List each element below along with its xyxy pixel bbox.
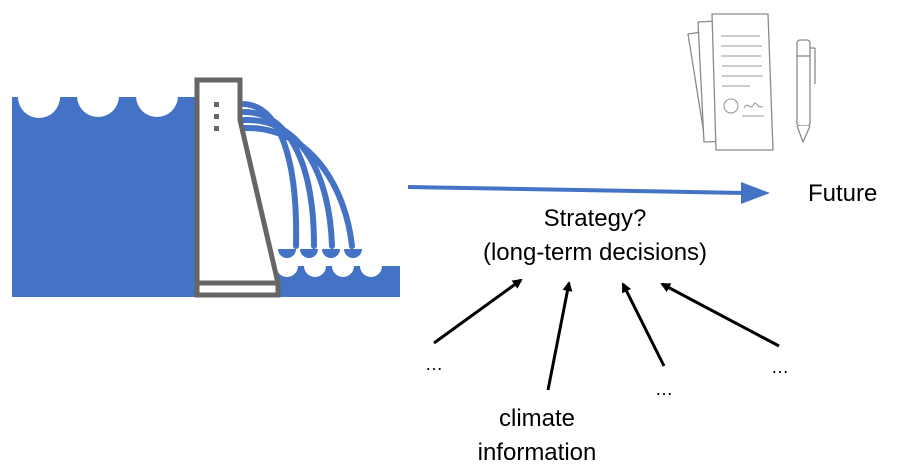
document-front-page (711, 13, 774, 151)
pen-sketch-icon (796, 39, 816, 143)
arrow-from-ellipsis-1 (433, 278, 523, 345)
dam-icon (12, 77, 400, 298)
arrow-from-ellipsis-2 (621, 282, 666, 367)
climate-label-line1: climate (498, 405, 576, 432)
splash-waves (278, 249, 362, 258)
input-ellipsis-3: … (771, 357, 789, 377)
strategy-label: Strategy? (long-term decisions) (440, 202, 750, 270)
strategy-title: Strategy? (543, 205, 647, 232)
input-ellipsis-1: … (425, 354, 443, 374)
future-label: Future (808, 180, 878, 207)
reservoir-water (12, 97, 200, 297)
climate-information-label: climate information (432, 402, 642, 470)
dam-window-marks (214, 102, 219, 131)
input-arrows (433, 278, 780, 391)
strategy-subtitle: (long-term decisions) (482, 239, 708, 266)
dam-wall (194, 77, 281, 298)
document-sketch-icon (687, 13, 774, 151)
climate-label-line2: information (477, 439, 597, 466)
downstream-waves (276, 266, 382, 277)
timeline-arrow (407, 182, 770, 204)
spillway-streams (241, 101, 355, 249)
input-ellipsis-2: … (655, 379, 673, 399)
document-text-lines (721, 35, 764, 117)
arrow-from-ellipsis-3 (660, 282, 780, 348)
arrow-from-climate-information (546, 281, 573, 391)
reservoir-waves (18, 96, 178, 117)
